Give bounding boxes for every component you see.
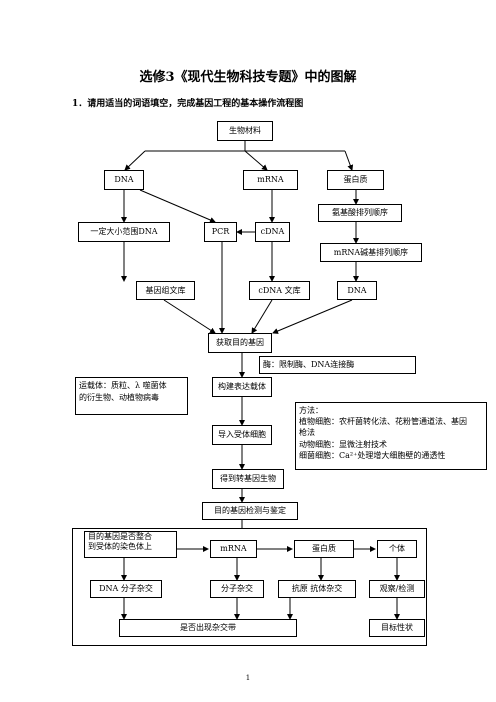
vector-line-2: 的衍生物、动植物病毒 [79, 393, 159, 402]
node-detect-mrna: mRNA [210, 540, 257, 558]
question-heading: 1．请用适当的词语填空，完成基因工程的基本操作流程图 [72, 99, 304, 109]
node-detect-identify: 目的基因检测与鉴定 [202, 502, 298, 520]
node-build-vector: 构建表达载体 [212, 377, 272, 397]
node-target-trait: 目标性状 [369, 619, 425, 637]
node-amino-acid-sequence: 氨基酸排列顺序 [318, 204, 402, 222]
node-genomic-library: 基因组文库 [136, 281, 195, 300]
page-title: 选修3《现代生物科技专题》中的图解 [139, 70, 357, 85]
node-molecular-hybridization: 分子杂交 [210, 580, 264, 598]
node-observe-detect: 观察/检测 [369, 580, 425, 598]
node-get-target-gene: 获取目的基因 [208, 333, 272, 353]
vector-line-1: 运载体：质粒、λ 噬菌体 [79, 381, 167, 390]
node-integrate-chromosome: 目的基因是否整合 到受体的染色体上 [84, 531, 177, 558]
node-hybrid-band: 是否出现杂交带 [119, 619, 297, 637]
node-individual: 个体 [377, 540, 417, 558]
node-pcr: PCR [204, 222, 237, 242]
node-detect-protein: 蛋白质 [294, 540, 354, 558]
method-line-4: 动物细胞：显微注射技术 [299, 439, 387, 449]
node-transgenic: 得到转基因生物 [212, 469, 284, 489]
note-methods: 方法： 植物细胞：农杆菌转化法、花粉管通道法、基因 枪法 动物细胞：显微注射技术… [295, 402, 487, 470]
node-dna-hybridization: DNA 分子杂交 [90, 580, 162, 598]
detection-frame [72, 528, 427, 646]
page-number: 1 [245, 674, 251, 682]
node-mrna-sequence: mRNA碱基排列顺序 [320, 243, 422, 262]
note-vectors: 运载体：质粒、λ 噬菌体 的衍生物、动植物病毒 [75, 377, 188, 415]
node-dna: DNA [104, 170, 144, 190]
node-dna-fragment: 一定大小范围DNA [78, 222, 170, 242]
method-line-5: 细菌细胞：Ca²⁺处理增大细胞壁的通透性 [299, 450, 446, 460]
node-bio-material: 生物材料 [217, 121, 273, 141]
node-protein: 蛋白质 [327, 170, 384, 190]
integrate-line-2: 到受体的染色体上 [88, 542, 152, 551]
node-mrna: mRNA [243, 170, 298, 190]
node-import-cell: 导入受体细胞 [212, 425, 272, 445]
node-antigen-antibody: 抗原 抗体杂交 [278, 580, 356, 598]
node-cdna: cDNA [255, 222, 290, 242]
method-line-2: 植物细胞：农杆菌转化法、花粉管通道法、基因 [299, 417, 467, 427]
node-dna-synthesized: DNA [337, 281, 377, 300]
method-line-3: 枪法 [299, 428, 315, 438]
node-cdna-library: cDNA 文库 [249, 281, 310, 300]
integrate-line-1: 目的基因是否整合 [88, 532, 152, 541]
method-line-1: 方法： [299, 406, 323, 415]
note-enzymes: 酶：限制酶、DNA连接酶 [259, 356, 416, 374]
